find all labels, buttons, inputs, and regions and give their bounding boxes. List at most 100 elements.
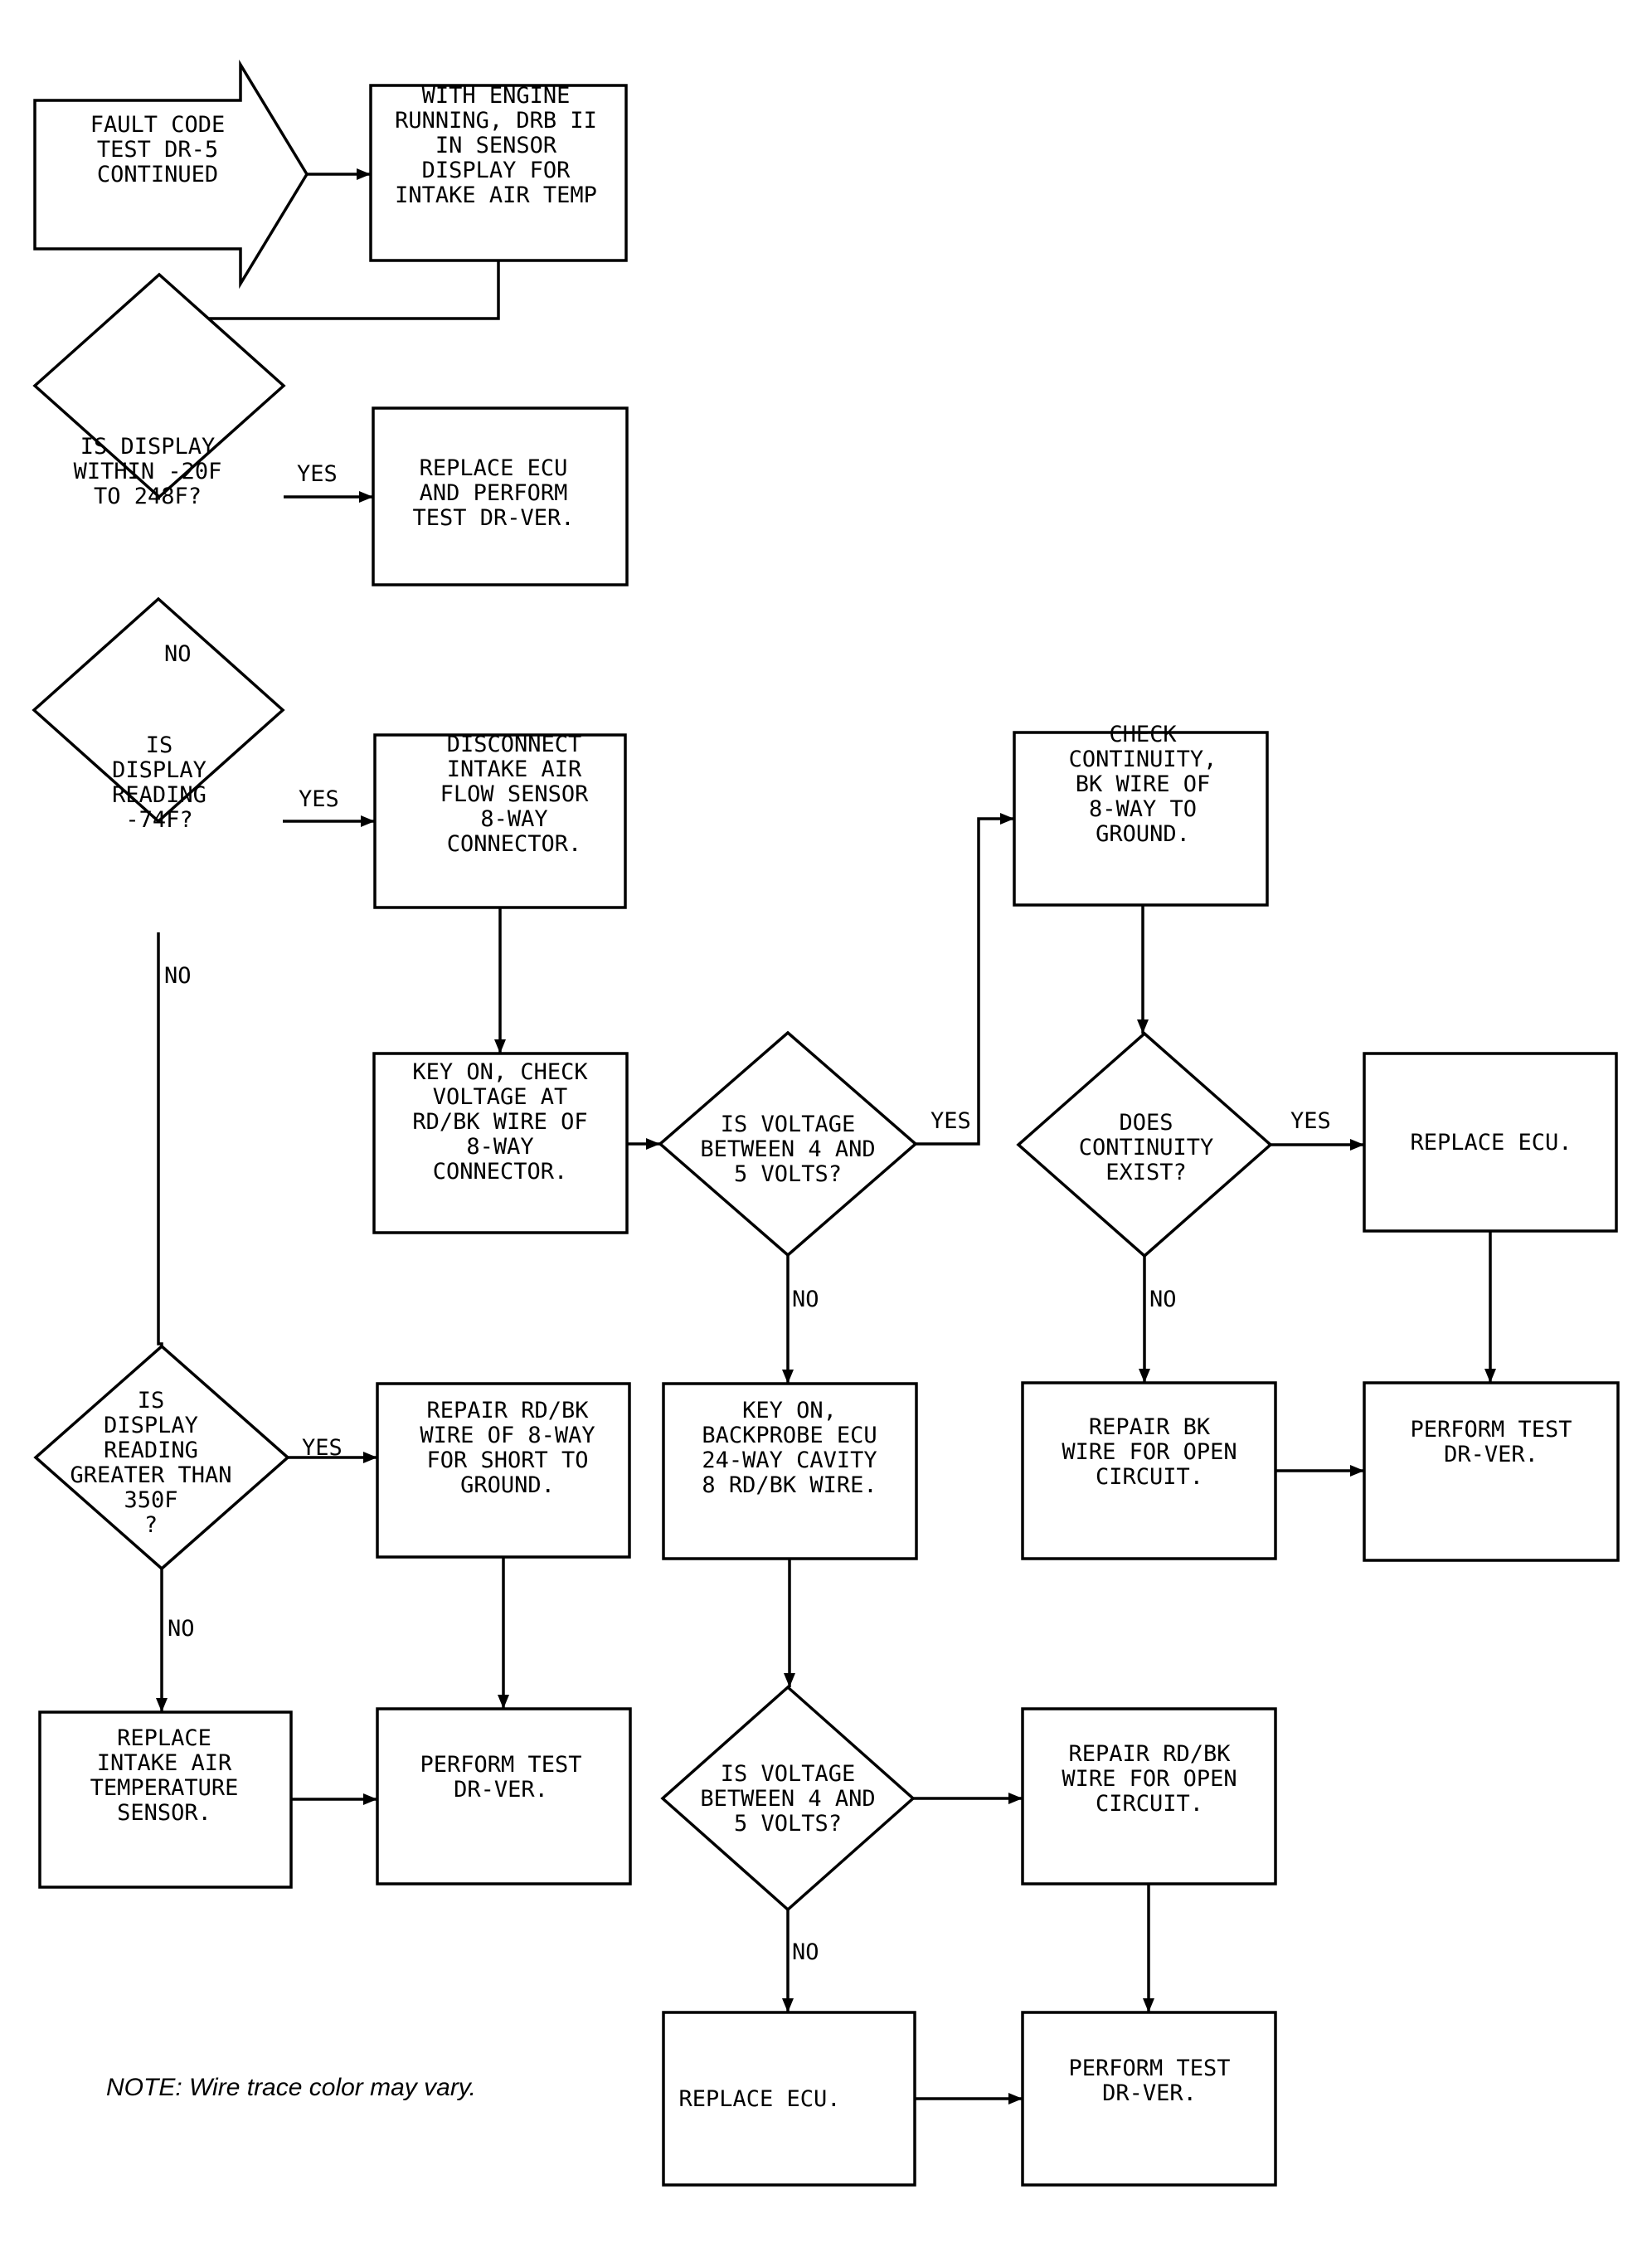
node-r7-process-box: REPLACE ECU. bbox=[662, 2011, 916, 2187]
node-text-line: INTAKE AIR bbox=[97, 1750, 232, 1776]
connector-r4-to-p1 bbox=[1275, 1465, 1364, 1477]
node-text-line: REPAIR RD/BK bbox=[1068, 1741, 1231, 1767]
connector-d5-to-r5 bbox=[156, 1569, 168, 1712]
connector-n3-to-d3 bbox=[627, 1138, 660, 1150]
edge-label-yes: YES bbox=[302, 1435, 343, 1461]
arrowhead bbox=[156, 1698, 168, 1712]
node-text-line: EXIST? bbox=[1105, 1160, 1187, 1185]
node-text-line: WIRE OF 8-WAY bbox=[420, 1423, 595, 1448]
node-text-line: WIRE FOR OPEN bbox=[1062, 1766, 1237, 1792]
edge-label-yes: YES bbox=[1290, 1108, 1331, 1134]
connector-n4-to-d4 bbox=[1137, 905, 1149, 1034]
edge-label-yes: YES bbox=[299, 786, 339, 812]
footnote: NOTE: Wire trace color may vary. bbox=[106, 2074, 476, 2101]
arrowhead bbox=[1000, 813, 1014, 825]
connector-n2-to-n3 bbox=[494, 907, 506, 1053]
edge-label-no: NO bbox=[792, 1287, 819, 1312]
node-text-line: REPAIR BK bbox=[1089, 1414, 1211, 1440]
node-text-line: TO 248F? bbox=[94, 484, 202, 509]
node-text-line: DR-VER. bbox=[1444, 1442, 1538, 1467]
edge-label-yes: YES bbox=[297, 461, 338, 487]
connector-d6-to-r7 bbox=[782, 1910, 794, 2012]
node-text-line: IS bbox=[138, 1388, 165, 1414]
arrowhead bbox=[1137, 1019, 1149, 1034]
connector-d3-to-n5 bbox=[782, 1255, 794, 1384]
node-text-line: REPLACE ECU. bbox=[678, 2086, 840, 2112]
node-text-line: IS bbox=[146, 732, 173, 758]
arrowhead bbox=[357, 168, 371, 180]
connector-d2-to-n2 bbox=[283, 815, 375, 827]
arrowhead bbox=[646, 1138, 660, 1150]
node-text-line: DR-VER. bbox=[454, 1777, 548, 1803]
node-text-line: IS VOLTAGE bbox=[721, 1112, 856, 1137]
arrowhead bbox=[363, 1793, 377, 1805]
node-text-line: CONTINUED bbox=[97, 162, 218, 187]
node-text-line: RD/BK WIRE OF bbox=[412, 1109, 587, 1135]
node-text-line: TEST DR-5 bbox=[97, 137, 218, 163]
node-text-line: INTAKE AIR TEMP bbox=[395, 182, 597, 208]
node-text-line: BACKPROBE ECU bbox=[702, 1423, 877, 1448]
node-text-line: RUNNING, DRB II bbox=[395, 108, 597, 134]
arrowhead bbox=[363, 1452, 377, 1463]
arrowhead bbox=[1350, 1465, 1364, 1477]
node-text-line: DR-VER. bbox=[1102, 2080, 1197, 2106]
arrowhead bbox=[1143, 1998, 1154, 2012]
edge-label-no: NO bbox=[164, 963, 192, 989]
node-text-line: REPLACE ECU bbox=[420, 455, 568, 481]
node-text-line: TEMPERATURE bbox=[90, 1775, 239, 1801]
connector-d5-to-r3 bbox=[288, 1452, 377, 1463]
node-text-line: REPLACE ECU. bbox=[1410, 1130, 1572, 1156]
node-text-line: REPLACE bbox=[117, 1725, 211, 1751]
node-text-line: CHECK bbox=[1109, 722, 1177, 747]
connector-d6-to-r6 bbox=[913, 1793, 1023, 1804]
node-text-line: DISCONNECT bbox=[447, 732, 582, 757]
node-text-line: PERFORM TEST bbox=[420, 1752, 581, 1778]
arrowhead bbox=[1008, 1793, 1023, 1804]
node-text-line: 8 RD/BK WIRE. bbox=[702, 1472, 877, 1498]
node-text-line: KEY ON, CHECK bbox=[412, 1059, 588, 1085]
node-text-line: 24-WAY CAVITY bbox=[702, 1448, 877, 1473]
arrowhead bbox=[498, 1695, 509, 1709]
connector-r5-to-p2 bbox=[291, 1793, 377, 1805]
arrowhead bbox=[359, 491, 373, 503]
node-text-line: IS VOLTAGE bbox=[721, 1761, 856, 1787]
edge-label-no: NO bbox=[792, 1939, 819, 1965]
node-text-line: INTAKE AIR bbox=[447, 757, 582, 782]
node-text-line: VOLTAGE AT bbox=[433, 1084, 568, 1110]
arrowhead bbox=[782, 1370, 794, 1384]
node-r2-process-box: REPLACE ECU. bbox=[1363, 1052, 1618, 1233]
arrowhead bbox=[1008, 2093, 1023, 2104]
arrowhead bbox=[784, 1673, 795, 1687]
node-text-line: GROUND. bbox=[1096, 821, 1190, 847]
node-text-line: CIRCUIT. bbox=[1096, 1791, 1203, 1817]
edge-label-no: NO bbox=[1149, 1287, 1177, 1312]
node-text-line: CONNECTOR. bbox=[447, 831, 582, 857]
arrowhead bbox=[782, 1998, 794, 2012]
connector-d1-to-r1 bbox=[284, 491, 373, 503]
node-text-line: DISPLAY bbox=[112, 757, 206, 783]
arrowhead bbox=[1350, 1139, 1364, 1151]
node-text-line: GREATER THAN bbox=[70, 1462, 231, 1488]
node-text-line: GROUND. bbox=[460, 1472, 555, 1498]
node-text-line: BK WIRE OF bbox=[1076, 771, 1211, 797]
connector-n5-to-d6 bbox=[784, 1559, 795, 1687]
connector-d4-to-r2 bbox=[1271, 1139, 1364, 1151]
node-text-line: IS DISPLAY bbox=[80, 434, 216, 460]
node-text-line: TEST DR-VER. bbox=[412, 505, 574, 531]
node-text-line: PERFORM TEST bbox=[1068, 2056, 1230, 2081]
connector-r7-to-p3 bbox=[915, 2093, 1023, 2104]
connector-d4-to-r4 bbox=[1139, 1256, 1150, 1383]
